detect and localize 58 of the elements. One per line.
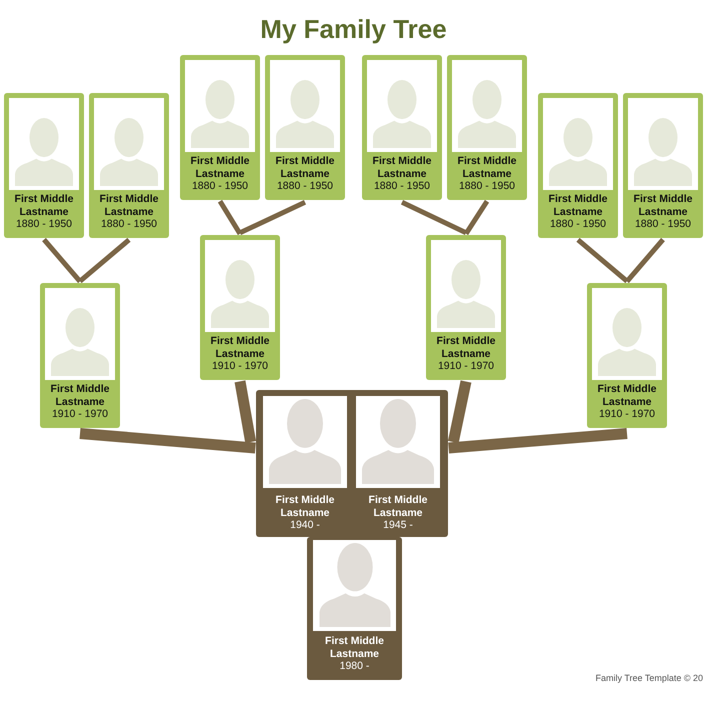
person-name: First Middle Lastname xyxy=(368,494,428,519)
person-name: First Middle Lastname xyxy=(210,335,270,360)
person-name: First Middle Lastname xyxy=(633,193,693,218)
life-dates: 1880 - 1950 xyxy=(373,180,431,192)
person-card xyxy=(180,55,260,200)
branch-line xyxy=(448,428,628,454)
life-dates: 1880 - 1950 xyxy=(276,180,334,192)
person-name: First Middle Lastname xyxy=(324,635,384,660)
life-dates: 1880 - 1950 xyxy=(191,180,249,192)
person-name: First Middle Lastname xyxy=(275,155,335,180)
person-card xyxy=(587,283,667,428)
person-name: First Middle Lastname xyxy=(548,193,608,218)
life-dates: 1980 - xyxy=(339,660,370,672)
person-name: First Middle Lastname xyxy=(99,193,159,218)
person-card xyxy=(307,537,402,680)
life-dates: 1910 - 1970 xyxy=(437,360,495,372)
branch-line xyxy=(218,200,242,236)
person-name: First Middle Lastname xyxy=(597,383,657,408)
life-dates: 1910 - 1970 xyxy=(598,408,656,420)
person-card xyxy=(538,93,618,238)
life-dates: 1910 - 1970 xyxy=(211,360,269,372)
person-name: First Middle Lastname xyxy=(50,383,110,408)
person-card xyxy=(426,235,506,380)
footer-note: Family Tree Template © 20 xyxy=(595,673,703,684)
person-name: First Middle Lastname xyxy=(14,193,74,218)
person-name: First Middle Lastname xyxy=(190,155,250,180)
life-dates: 1880 - 1950 xyxy=(634,218,692,230)
life-dates: 1880 - 1950 xyxy=(15,218,73,230)
person-card xyxy=(40,283,120,428)
life-dates: 1880 - 1950 xyxy=(549,218,607,230)
branch-line xyxy=(625,238,665,284)
title: My Family Tree xyxy=(260,14,447,44)
branch-line xyxy=(464,200,490,236)
life-dates: 1945 - xyxy=(382,519,414,532)
branch-line xyxy=(238,200,306,236)
person-name: First Middle Lastname xyxy=(372,155,432,180)
life-dates: 1880 - 1950 xyxy=(100,218,158,230)
life-dates: 1910 - 1970 xyxy=(51,408,109,420)
person-name: First Middle Lastname xyxy=(275,494,335,519)
person-card xyxy=(265,55,345,200)
person-card xyxy=(362,55,442,200)
person-card xyxy=(89,93,169,238)
branch-line xyxy=(42,238,82,284)
life-dates: 1940 - xyxy=(290,519,320,532)
person-name: First Middle Lastname xyxy=(436,335,496,360)
branch-line xyxy=(400,200,468,236)
branch-line xyxy=(448,380,472,444)
life-dates: 1880 - 1950 xyxy=(458,180,516,192)
couple-frame xyxy=(256,390,448,537)
person-card xyxy=(200,235,280,380)
person-name: First Middle Lastname xyxy=(457,155,517,180)
branch-line xyxy=(78,238,131,284)
person-card xyxy=(4,93,84,238)
branch-line xyxy=(80,428,256,454)
branch-line xyxy=(234,380,256,443)
person-card xyxy=(623,93,703,238)
branch-line xyxy=(576,238,629,284)
person-card xyxy=(447,55,527,200)
